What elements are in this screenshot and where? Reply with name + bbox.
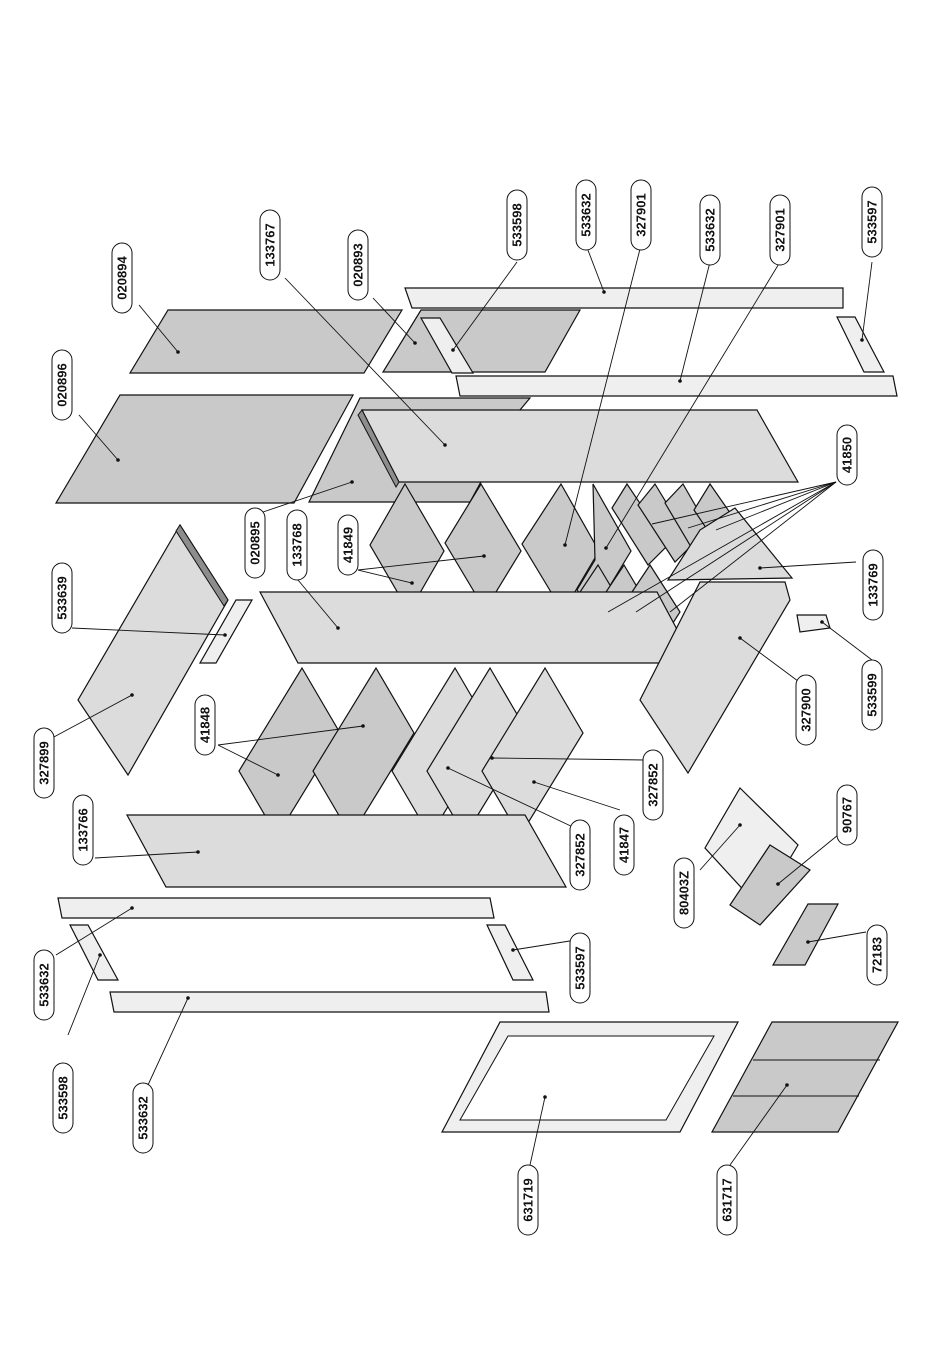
- svg-text:533598: 533598: [510, 203, 525, 246]
- svg-text:133767: 133767: [263, 223, 278, 266]
- label-327899: 327899: [34, 728, 54, 798]
- leader-533632-mid: [680, 262, 710, 381]
- svg-text:327899: 327899: [37, 741, 52, 784]
- svg-text:020895: 020895: [248, 521, 263, 564]
- bar-533632-lower: [58, 898, 494, 918]
- label-80403Z: 80403Z: [674, 858, 694, 928]
- label-533598-bottom: 533598: [53, 1063, 73, 1133]
- svg-text:327852: 327852: [646, 763, 661, 806]
- svg-text:72183: 72183: [870, 937, 885, 973]
- label-533632-lower: 533632: [34, 950, 54, 1020]
- svg-text:327900: 327900: [799, 688, 814, 731]
- label-72183: 72183: [867, 925, 887, 985]
- leader-533632-top: [586, 245, 604, 292]
- svg-text:020894: 020894: [115, 256, 130, 300]
- svg-text:533598: 533598: [56, 1076, 71, 1119]
- svg-text:133766: 133766: [76, 808, 91, 851]
- svg-text:133768: 133768: [290, 523, 305, 566]
- panel-133766: [127, 815, 566, 887]
- board-41849-b: [445, 484, 521, 610]
- label-533599: 533599: [862, 660, 882, 730]
- label-533632-mid: 533632: [700, 195, 720, 265]
- label-41848: 41848: [195, 695, 215, 755]
- svg-text:41847: 41847: [617, 827, 632, 863]
- svg-text:41849: 41849: [341, 527, 356, 563]
- panel-133767: [362, 410, 798, 482]
- label-133766: 133766: [73, 795, 93, 865]
- label-133769: 133769: [863, 550, 883, 620]
- svg-text:020893: 020893: [351, 243, 366, 286]
- panel-72183: [773, 904, 838, 965]
- bar-533632-top: [405, 288, 843, 308]
- label-533632-top: 533632: [576, 180, 596, 250]
- label-327901-b: 327901: [770, 195, 790, 265]
- svg-text:41850: 41850: [840, 437, 855, 473]
- block-533597-top: [837, 317, 884, 372]
- label-020894: 020894: [112, 243, 132, 313]
- svg-text:631717: 631717: [720, 1178, 735, 1221]
- svg-text:80403Z: 80403Z: [677, 871, 692, 915]
- panel-133768: [260, 592, 695, 663]
- leader-533598-bottom: [68, 955, 100, 1035]
- bar-533632-mid: [456, 376, 897, 396]
- svg-text:41848: 41848: [198, 707, 213, 743]
- label-327852-a: 327852: [643, 750, 663, 820]
- label-327852-b: 327852: [570, 820, 590, 890]
- label-41847: 41847: [614, 815, 634, 875]
- bar-533632-bottom: [110, 992, 549, 1012]
- label-327901-a: 327901: [631, 180, 651, 250]
- svg-text:133769: 133769: [866, 563, 881, 606]
- svg-text:533632: 533632: [37, 963, 52, 1006]
- svg-text:533632: 533632: [136, 1096, 151, 1139]
- label-41849: 41849: [338, 515, 358, 575]
- label-020896: 020896: [52, 350, 72, 420]
- svg-text:533599: 533599: [865, 673, 880, 716]
- board-41848-b: [313, 668, 414, 836]
- svg-text:533639: 533639: [55, 576, 70, 619]
- label-133767: 133767: [260, 210, 280, 280]
- svg-text:533597: 533597: [573, 946, 588, 989]
- svg-text:327901: 327901: [773, 208, 788, 251]
- label-327900: 327900: [796, 675, 816, 745]
- leader-533597-top: [862, 262, 872, 340]
- block-533598-bottom: [70, 925, 118, 980]
- svg-text:533597: 533597: [865, 200, 880, 243]
- label-631719: 631719: [518, 1165, 538, 1235]
- label-533632-bottom: 533632: [133, 1083, 153, 1153]
- leader-41850-c: [716, 482, 836, 530]
- label-41850: 41850: [837, 425, 857, 485]
- svg-text:020896: 020896: [55, 363, 70, 406]
- label-133768: 133768: [287, 510, 307, 580]
- svg-text:533632: 533632: [703, 208, 718, 251]
- label-020893: 020893: [348, 230, 368, 300]
- svg-text:533632: 533632: [579, 193, 594, 236]
- svg-text:327901: 327901: [634, 193, 649, 236]
- label-020895: 020895: [245, 508, 265, 578]
- label-533639: 533639: [52, 563, 72, 633]
- leader-533599: [822, 622, 872, 660]
- label-631717: 631717: [717, 1165, 737, 1235]
- leader-533597-bottom: [513, 940, 576, 950]
- svg-text:327852: 327852: [573, 833, 588, 876]
- panel-020894: [130, 310, 402, 373]
- svg-text:90767: 90767: [840, 797, 855, 833]
- block-533599: [797, 615, 830, 632]
- block-533597-bottom: [487, 925, 533, 980]
- svg-text:631719: 631719: [521, 1178, 536, 1221]
- panel-631717: [712, 1022, 898, 1132]
- label-533598-top: 533598: [507, 190, 527, 260]
- panel-020896: [56, 395, 353, 503]
- label-90767: 90767: [837, 785, 857, 845]
- label-533597-top: 533597: [862, 187, 882, 257]
- leader-41847: [534, 782, 620, 810]
- label-533597-bottom: 533597: [570, 933, 590, 1003]
